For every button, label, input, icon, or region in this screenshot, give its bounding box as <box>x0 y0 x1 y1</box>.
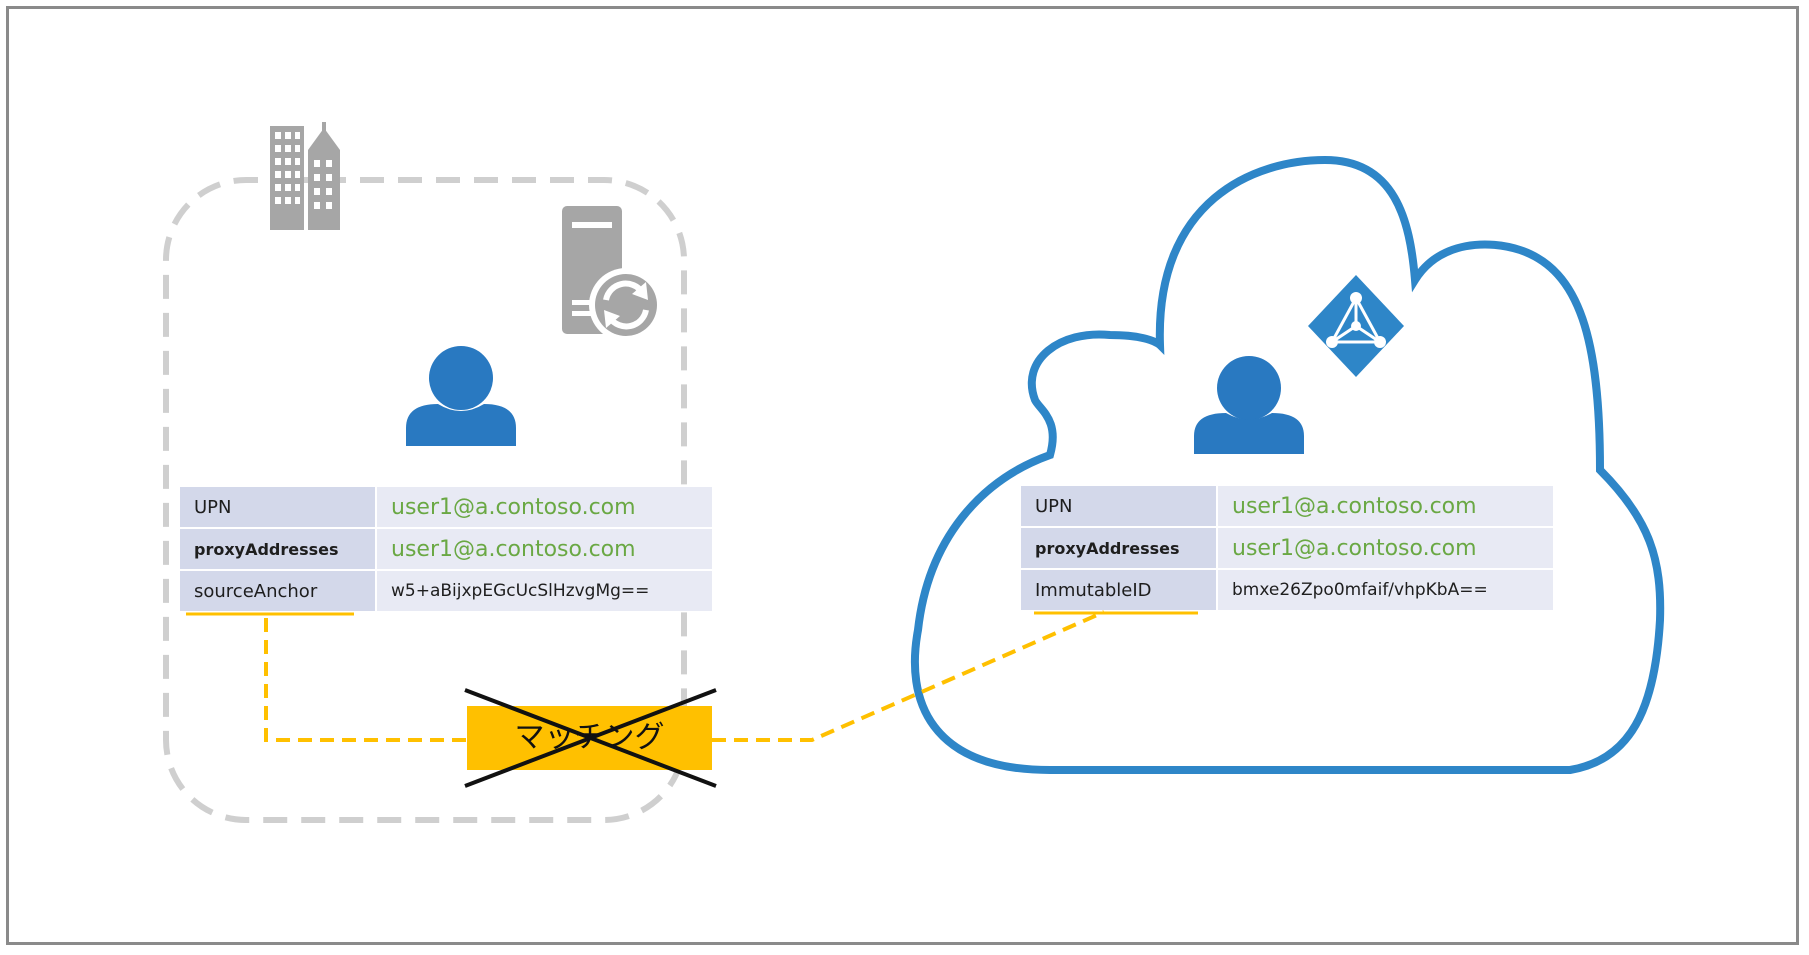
attribute-key: ImmutableID <box>1021 570 1216 610</box>
attribute-value: user1@a.contoso.com <box>377 529 712 569</box>
cloud-outline <box>910 155 1665 774</box>
attribute-key: proxyAddresses <box>1021 528 1216 568</box>
attribute-key: UPN <box>180 487 375 527</box>
attribute-value: w5+aBijxpEGcUcSlHzvgMg== <box>377 571 712 611</box>
attribute-value: user1@a.contoso.com <box>1218 486 1553 526</box>
attribute-value: bmxe26Zpo0mfaif/vhpKbA== <box>1218 570 1553 610</box>
table-row: sourceAnchor w5+aBijxpEGcUcSlHzvgMg== <box>180 571 712 611</box>
attribute-key: proxyAddresses <box>180 529 375 569</box>
table-row: proxyAddresses user1@a.contoso.com <box>1021 528 1553 568</box>
diagram-frame <box>6 6 1799 945</box>
attribute-key: sourceAnchor <box>180 571 375 611</box>
attribute-value: user1@a.contoso.com <box>377 487 712 527</box>
table-row: UPN user1@a.contoso.com <box>1021 486 1553 526</box>
table-row: UPN user1@a.contoso.com <box>180 487 712 527</box>
matching-label: マッチング <box>467 706 712 770</box>
right-connector <box>712 610 1105 742</box>
server-sync-icon <box>562 206 663 342</box>
attribute-value: user1@a.contoso.com <box>1218 528 1553 568</box>
table-row: ImmutableID bmxe26Zpo0mfaif/vhpKbA== <box>1021 570 1553 610</box>
buildings-icon <box>258 122 340 230</box>
cloud-user-icon <box>1194 356 1304 454</box>
azure-ad-icon <box>1308 275 1404 377</box>
table-row: proxyAddresses user1@a.contoso.com <box>180 529 712 569</box>
left-connector <box>264 618 467 742</box>
on-premises-user-icon <box>406 346 516 446</box>
on-premises-attribute-table: UPN user1@a.contoso.com proxyAddresses u… <box>178 485 714 613</box>
attribute-key: UPN <box>1021 486 1216 526</box>
cloud-attribute-table: UPN user1@a.contoso.com proxyAddresses u… <box>1019 484 1555 612</box>
